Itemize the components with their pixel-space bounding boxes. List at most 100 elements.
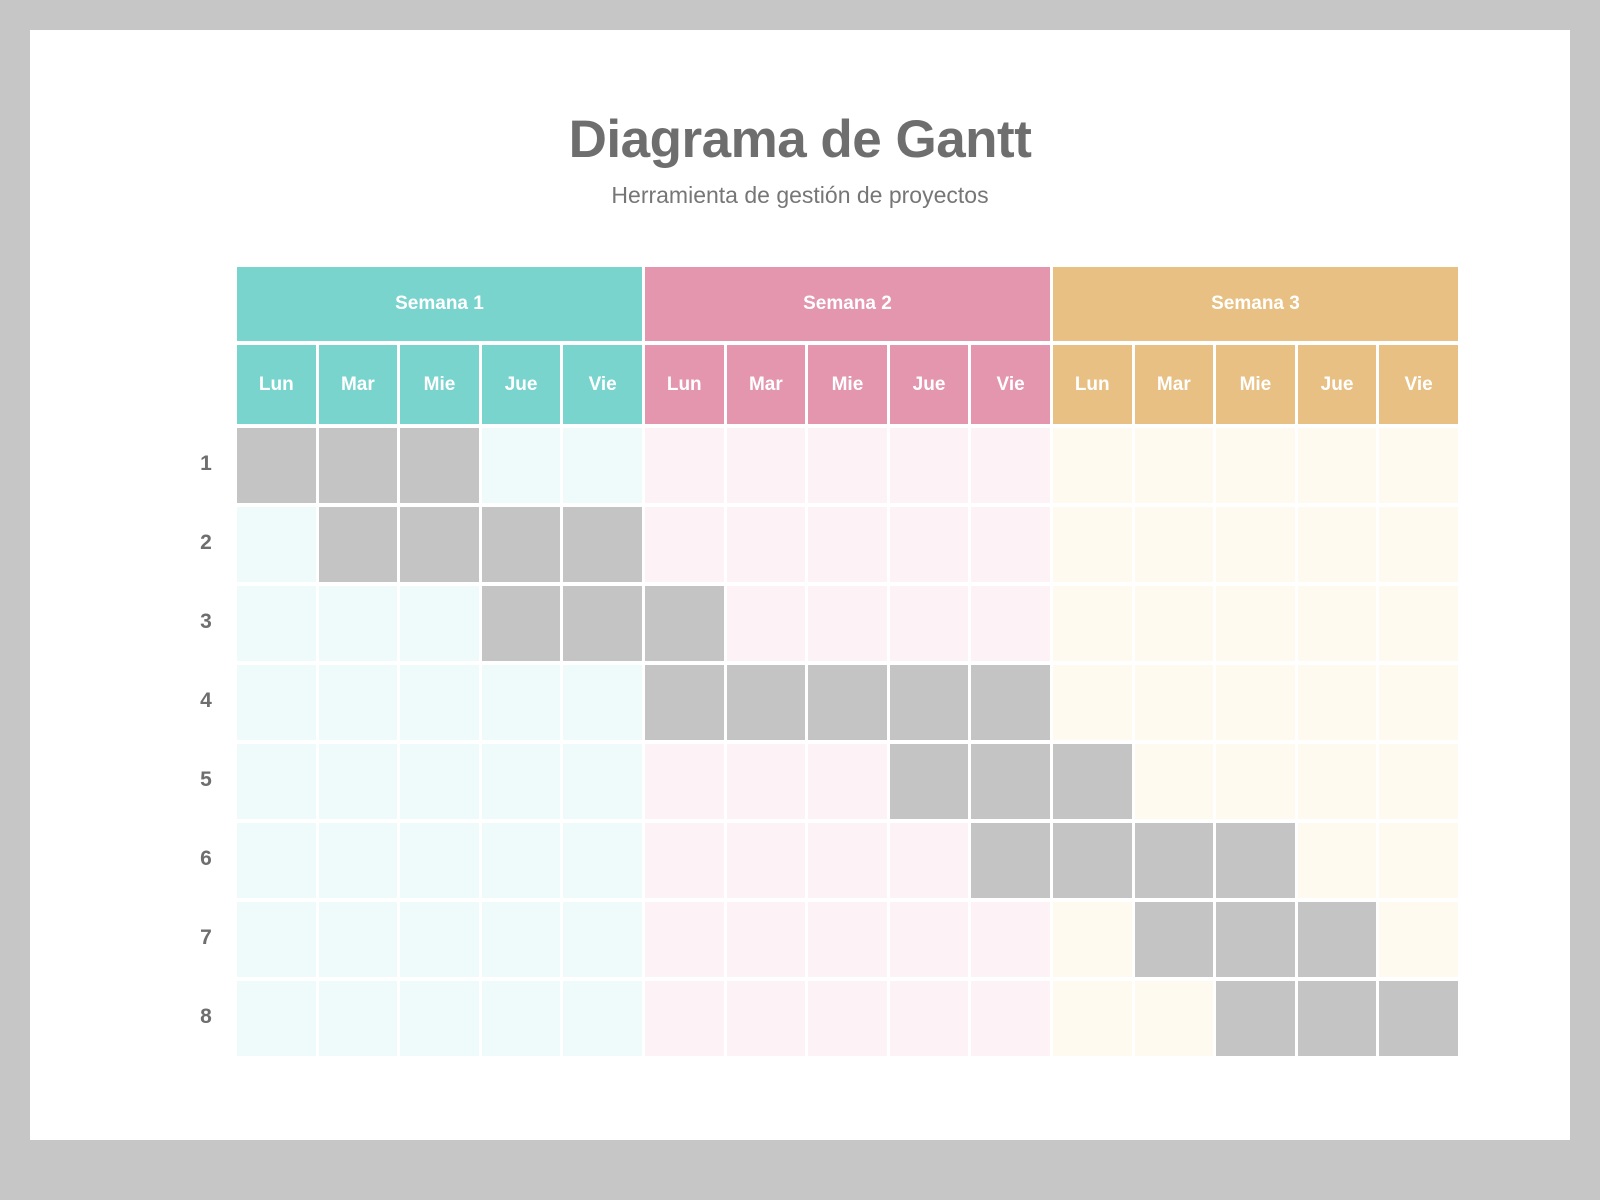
grid-cell[interactable] [1052,981,1132,1056]
day-header-w3-vie[interactable]: Vie [1379,345,1458,424]
task-bar-segment[interactable] [563,586,642,661]
grid-cell[interactable] [318,586,398,661]
grid-cell[interactable] [889,586,969,661]
grid-cell[interactable] [1052,902,1132,977]
task-bar-segment[interactable] [971,744,1050,819]
grid-cell[interactable] [971,902,1050,977]
grid-cell[interactable] [808,744,887,819]
task-bar-segment[interactable] [563,507,642,582]
day-header-w3-mar[interactable]: Mar [1134,345,1214,424]
grid-cell[interactable] [808,981,887,1056]
grid-cell[interactable] [808,902,887,977]
grid-cell[interactable] [971,981,1050,1056]
grid-cell[interactable] [1297,823,1377,898]
grid-cell[interactable] [644,981,724,1056]
grid-cell[interactable] [1379,507,1458,582]
day-header-w1-lun[interactable]: Lun [237,345,316,424]
task-bar-segment[interactable] [644,665,724,740]
grid-cell[interactable] [1216,744,1295,819]
task-bar-segment[interactable] [726,665,806,740]
grid-cell[interactable] [563,428,642,503]
grid-cell[interactable] [971,428,1050,503]
grid-cell[interactable] [481,823,561,898]
grid-cell[interactable] [644,823,724,898]
grid-cell[interactable] [726,428,806,503]
grid-cell[interactable] [481,902,561,977]
grid-cell[interactable] [481,744,561,819]
grid-cell[interactable] [318,902,398,977]
task-bar-segment[interactable] [889,744,969,819]
grid-cell[interactable] [237,507,316,582]
grid-cell[interactable] [237,586,316,661]
day-header-w1-vie[interactable]: Vie [563,345,642,424]
grid-cell[interactable] [726,823,806,898]
grid-cell[interactable] [1297,586,1377,661]
grid-cell[interactable] [889,902,969,977]
grid-cell[interactable] [1379,744,1458,819]
task-bar-segment[interactable] [1216,823,1295,898]
day-header-w3-lun[interactable]: Lun [1052,345,1132,424]
grid-cell[interactable] [808,823,887,898]
grid-cell[interactable] [889,823,969,898]
task-bar-segment[interactable] [644,586,724,661]
grid-cell[interactable] [1216,586,1295,661]
task-bar-segment[interactable] [1379,981,1458,1056]
grid-cell[interactable] [1134,665,1214,740]
grid-cell[interactable] [237,981,316,1056]
day-header-w2-mar[interactable]: Mar [726,345,806,424]
task-bar-segment[interactable] [400,507,479,582]
grid-cell[interactable] [644,428,724,503]
grid-cell[interactable] [400,981,479,1056]
grid-cell[interactable] [644,744,724,819]
day-header-w1-jue[interactable]: Jue [481,345,561,424]
day-header-w1-mie[interactable]: Mie [400,345,479,424]
task-bar-segment[interactable] [889,665,969,740]
task-bar-segment[interactable] [1134,823,1214,898]
grid-cell[interactable] [1134,744,1214,819]
grid-cell[interactable] [1297,665,1377,740]
grid-cell[interactable] [1134,586,1214,661]
grid-cell[interactable] [889,428,969,503]
grid-cell[interactable] [1216,428,1295,503]
day-header-w1-mar[interactable]: Mar [318,345,398,424]
grid-cell[interactable] [563,665,642,740]
task-bar-segment[interactable] [971,665,1050,740]
task-bar-segment[interactable] [237,428,316,503]
grid-cell[interactable] [726,744,806,819]
grid-cell[interactable] [237,902,316,977]
task-bar-segment[interactable] [318,428,398,503]
grid-cell[interactable] [1134,507,1214,582]
day-header-w3-mie[interactable]: Mie [1216,345,1295,424]
grid-cell[interactable] [318,665,398,740]
grid-cell[interactable] [318,744,398,819]
task-bar-segment[interactable] [1297,902,1377,977]
grid-cell[interactable] [318,823,398,898]
grid-cell[interactable] [563,823,642,898]
grid-cell[interactable] [971,507,1050,582]
grid-cell[interactable] [400,744,479,819]
day-header-w2-jue[interactable]: Jue [889,345,969,424]
grid-cell[interactable] [1052,586,1132,661]
task-bar-segment[interactable] [1052,744,1132,819]
grid-cell[interactable] [481,665,561,740]
grid-cell[interactable] [481,428,561,503]
grid-cell[interactable] [1297,507,1377,582]
grid-cell[interactable] [1297,744,1377,819]
grid-cell[interactable] [237,665,316,740]
grid-cell[interactable] [400,665,479,740]
grid-cell[interactable] [1297,428,1377,503]
grid-cell[interactable] [318,981,398,1056]
grid-cell[interactable] [1052,665,1132,740]
grid-cell[interactable] [1379,428,1458,503]
grid-cell[interactable] [808,586,887,661]
grid-cell[interactable] [1134,428,1214,503]
grid-cell[interactable] [1216,665,1295,740]
grid-cell[interactable] [1134,981,1214,1056]
grid-cell[interactable] [1216,507,1295,582]
task-bar-segment[interactable] [400,428,479,503]
grid-cell[interactable] [1379,823,1458,898]
grid-cell[interactable] [563,981,642,1056]
task-bar-segment[interactable] [1216,902,1295,977]
day-header-w2-lun[interactable]: Lun [644,345,724,424]
task-bar-segment[interactable] [481,507,561,582]
